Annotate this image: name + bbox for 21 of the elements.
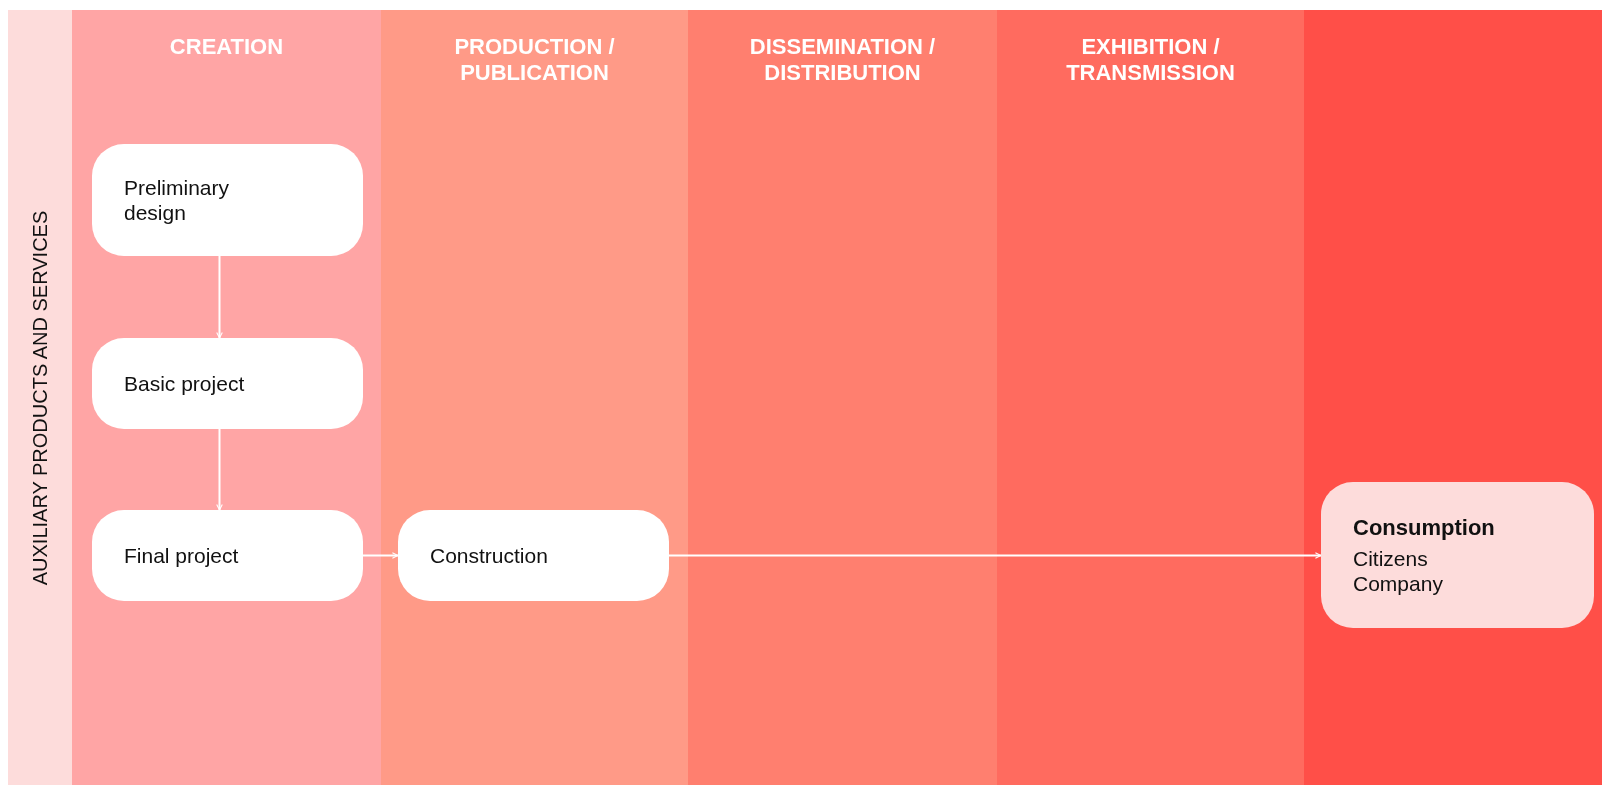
box-label: Basic project (124, 371, 245, 396)
box-label: Citizens (1353, 545, 1428, 571)
process-box (92, 144, 363, 256)
column-header: CREATION (168, 34, 285, 60)
arrow (668, 552, 1322, 559)
column-header: DISSEMINATION / DISTRIBUTION (748, 34, 937, 86)
box-label: Company (1353, 570, 1443, 596)
process-box (92, 338, 363, 429)
process-box (92, 510, 363, 601)
column-header: PRODUCTION / PUBLICATION (453, 34, 616, 86)
box-label: Construction (430, 543, 548, 568)
arrow (216, 428, 223, 511)
column-header: EXHIBITION / TRANSMISSION (1065, 34, 1236, 86)
box-title: Consumption (1353, 514, 1495, 540)
box-label: Preliminary design (124, 175, 231, 225)
arrow (216, 255, 223, 339)
result-box (1321, 482, 1594, 628)
arrow (362, 552, 399, 559)
process-box (398, 510, 669, 601)
side-label: AUXILIARY PRODUCTS AND SERVICES (28, 210, 52, 585)
box-label: Final project (124, 543, 239, 568)
